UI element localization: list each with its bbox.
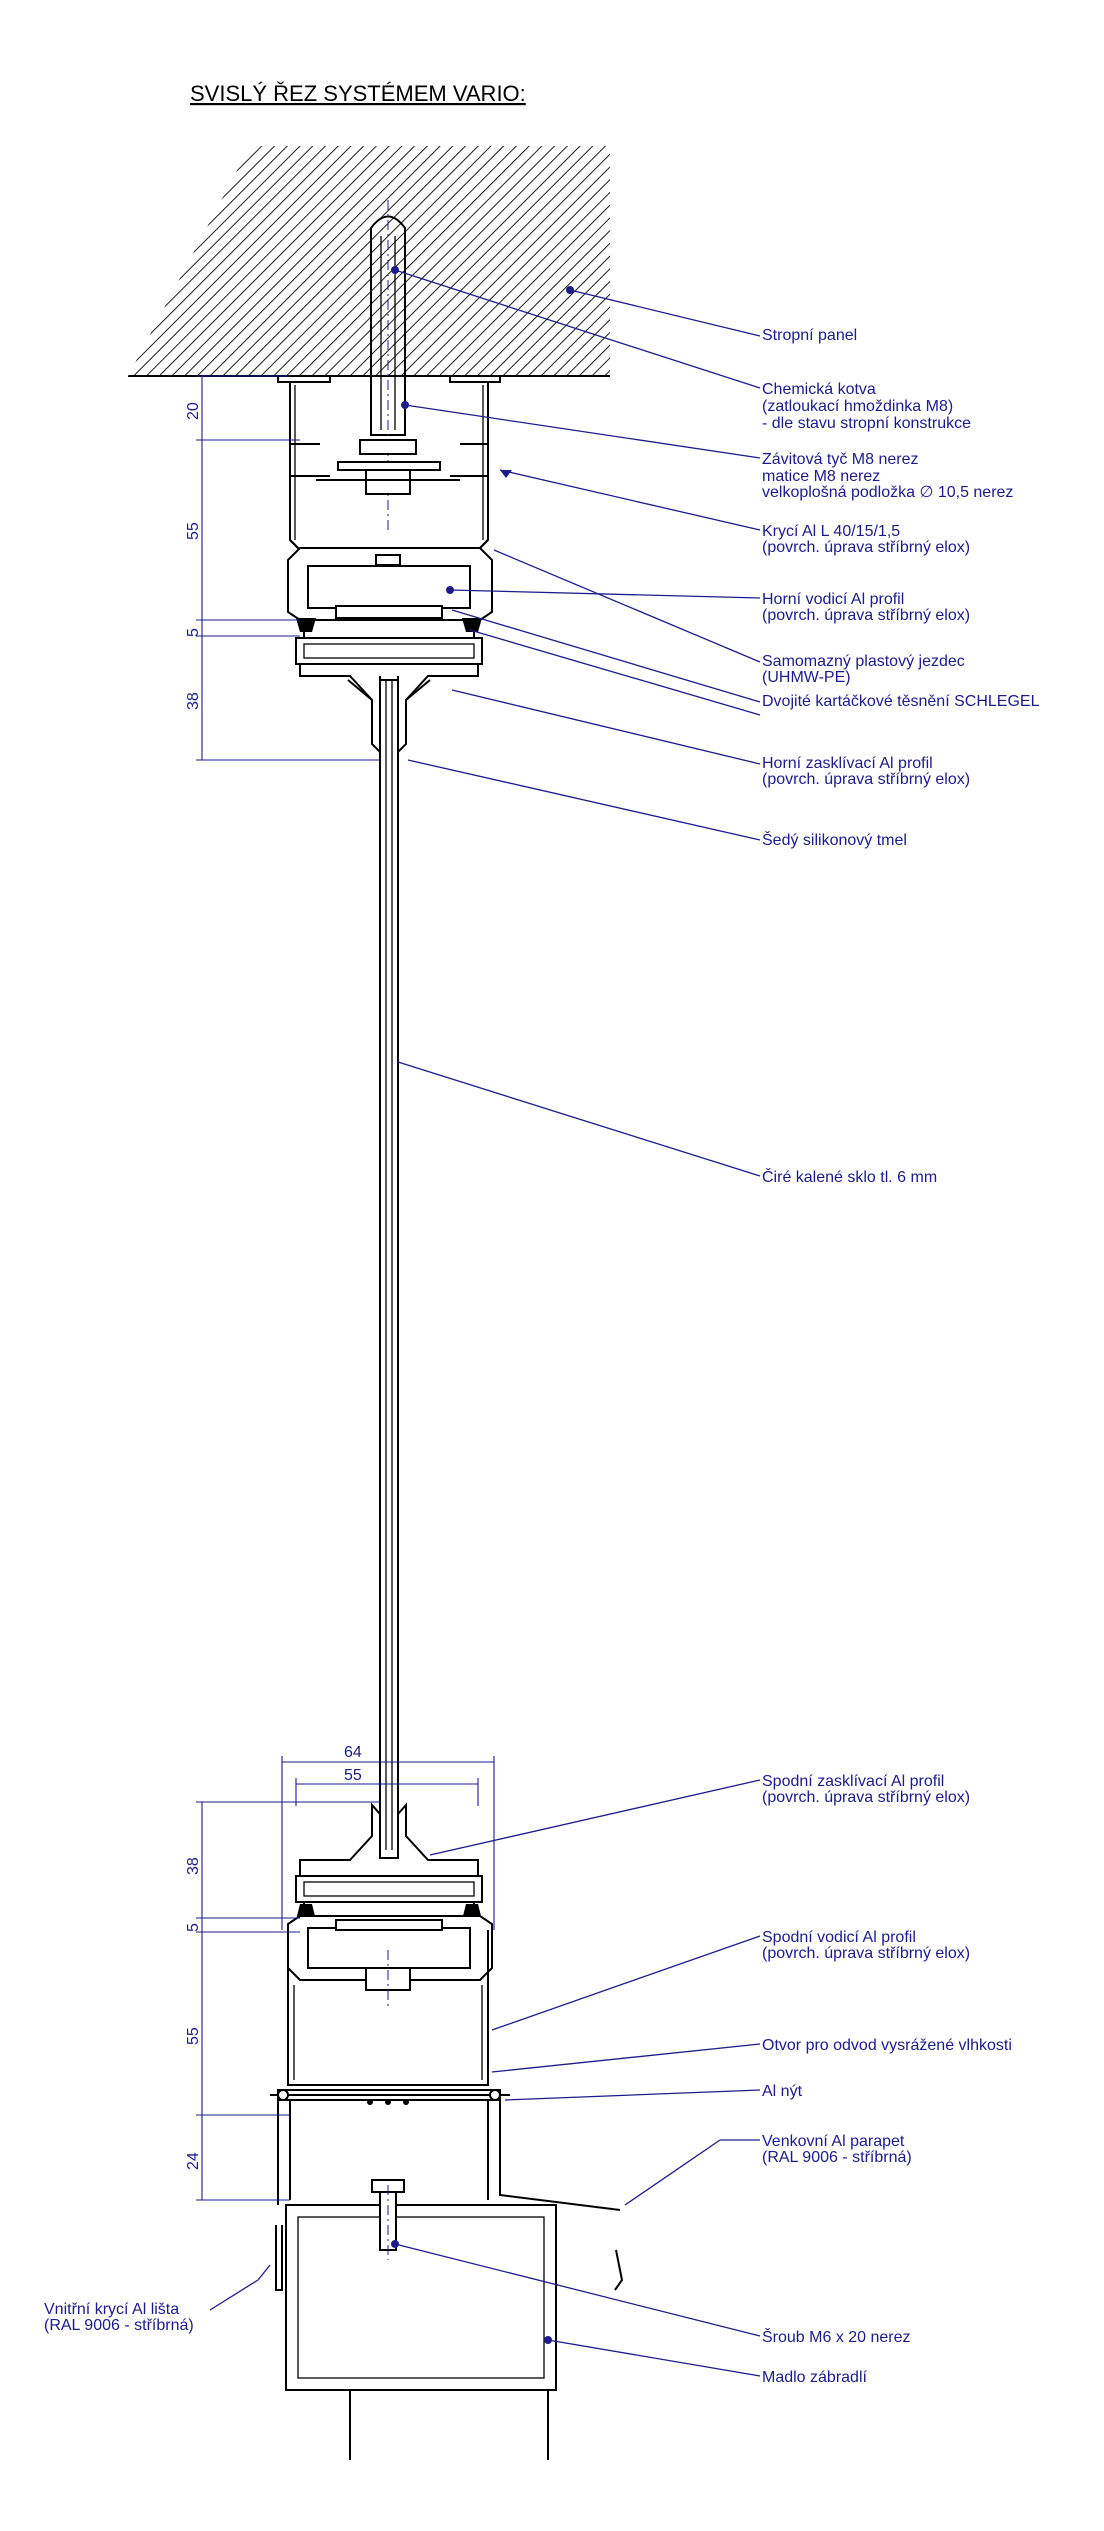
label-horni-vod-1: Horní vodicí Al profil: [762, 591, 904, 608]
label-horni-vod-2: (povrch. úprava stříbrný elox): [762, 607, 970, 624]
ceiling-panel: [128, 146, 610, 377]
label-otvor: Otvor pro odvod vysrážené vlhkosti: [762, 2037, 1012, 2054]
label-chem-kotva-2: (zatloukací hmoždinka M8): [762, 398, 953, 415]
label-zavitova-2: matice M8 nerez: [762, 468, 880, 485]
label-sroub: Šroub M6 x 20 nerez: [762, 2327, 911, 2346]
label-parapet-2: (RAL 9006 - stříbrná): [762, 2149, 912, 2166]
top-guide-profile: [287, 539, 493, 640]
bottom-dimensions: 64 55 38 5 55 24: [185, 1744, 495, 2201]
dim-bot-24: 24: [185, 2152, 202, 2170]
label-spodni-zask-2: (povrch. úprava stříbrný elox): [762, 1789, 970, 1806]
top-dimensions: 20 55 5 38: [185, 375, 380, 761]
label-jezdec-2: (UHMW-PE): [762, 669, 851, 686]
label-spodni-zask-1: Spodní zasklívací Al profil: [762, 1773, 944, 1790]
top-glazing-profile: [295, 637, 483, 755]
label-sklo: Čiré kalené sklo tl. 6 mm: [762, 1167, 937, 1186]
label-parapet-1: Venkovní Al parapet: [762, 2133, 905, 2150]
label-chem-kotva-1: Chemická kotva: [762, 381, 876, 398]
label-nyt: Al nýt: [762, 2083, 803, 2100]
label-kryci-L-1: Krycí Al L 40/15/1,5: [762, 523, 900, 540]
dim-top-38: 38: [185, 692, 202, 710]
dim-bot-64: 64: [344, 1744, 362, 1761]
inner-cover-strip: [275, 2225, 283, 2291]
outer-parapet: [499, 2095, 624, 2291]
label-zavitova-1: Závitová tyč M8 nerez: [762, 451, 919, 468]
label-kryci-L-2: (povrch. úprava stříbrný elox): [762, 539, 970, 556]
bottom-glazing-profile: [295, 1802, 483, 1920]
label-chem-kotva-3: - dle stavu stropní konstrukce: [762, 415, 971, 432]
leader-lines: [209, 266, 761, 2377]
dim-top-20: 20: [185, 402, 202, 420]
top-cover-profile: [277, 376, 501, 551]
callout-labels: Stropní panel Chemická kotva (zatloukací…: [44, 327, 1040, 2386]
dim-top-55: 55: [185, 522, 202, 540]
label-tmel: Šedý silikonový tmel: [762, 830, 907, 849]
label-tesneni: Dvojité kartáčkové těsnění SCHLEGEL: [762, 693, 1040, 710]
label-vnitrni-1: Vnitřní krycí Al lišta: [44, 2301, 179, 2318]
label-spodni-vod-1: Spodní vodicí Al profil: [762, 1929, 916, 1946]
glass-pane: [379, 676, 399, 1858]
label-jezdec-1: Samomazný plastový jezdec: [762, 653, 965, 670]
dim-bot-38: 38: [185, 1857, 202, 1875]
nut-washer: [316, 439, 460, 495]
dim-bot-55w: 55: [344, 1767, 362, 1784]
label-stropni-panel: Stropní panel: [762, 327, 857, 344]
top-brush-seals: [296, 618, 482, 632]
bottom-guide-profile: [287, 1915, 493, 2086]
drawing-title: SVISLÝ ŘEZ SYSTÉMEM VARIO:: [190, 81, 526, 106]
dim-bot-5: 5: [185, 1923, 202, 1932]
label-horni-zask-1: Horní zasklívací Al profil: [762, 755, 933, 772]
handrail: [285, 2179, 557, 2460]
label-zavitova-3: velkoplošná podložka ∅ 10,5 nerez: [762, 484, 1013, 501]
label-vnitrni-2: (RAL 9006 - stříbrná): [44, 2317, 194, 2334]
label-horni-zask-2: (povrch. úprava stříbrný elox): [762, 771, 970, 788]
dim-bot-55: 55: [185, 2027, 202, 2045]
label-spodni-vod-2: (povrch. úprava stříbrný elox): [762, 1945, 970, 1962]
dim-top-5: 5: [185, 628, 202, 637]
label-madlo: Madlo zábradlí: [762, 2369, 868, 2386]
